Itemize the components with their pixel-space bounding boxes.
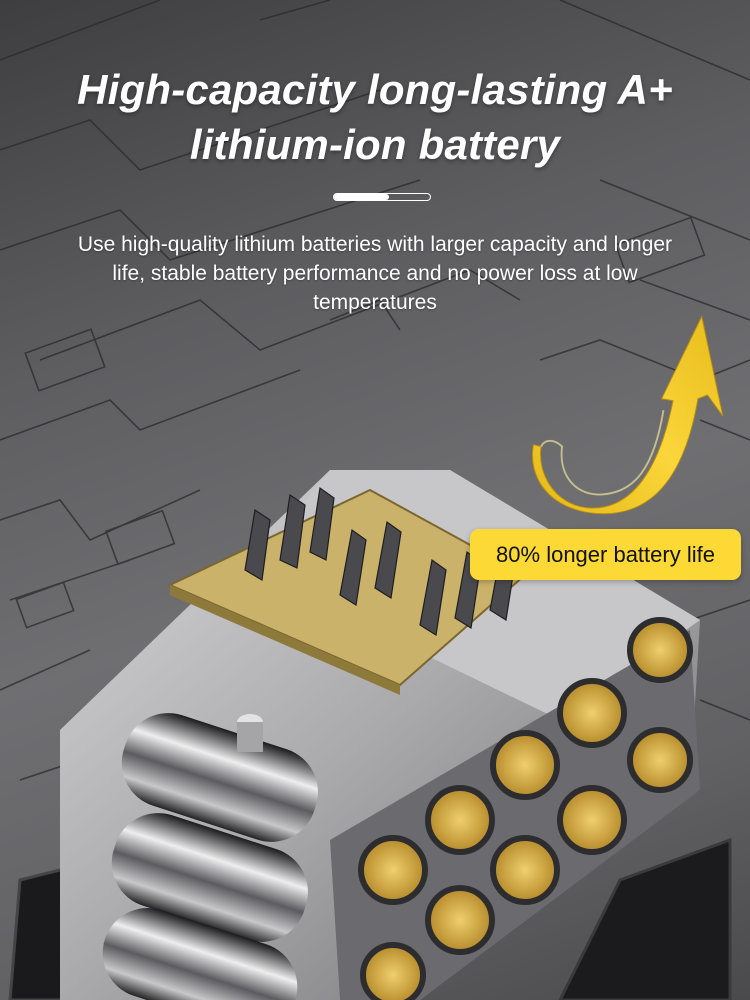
title-line-1: High-capacity long-lasting A+ <box>77 66 673 113</box>
description-text: Use high-quality lithium batteries with … <box>77 233 673 314</box>
progress-indicator <box>333 193 431 201</box>
title-line-2: lithium-ion battery <box>189 121 561 168</box>
battery-life-badge: 80% longer battery life <box>470 529 741 580</box>
curved-up-arrow-icon <box>532 315 724 515</box>
cell-contacts <box>358 617 693 1000</box>
progress-fill <box>334 194 389 200</box>
battery-pack-illustration <box>8 470 732 1000</box>
page-title: High-capacity long-lasting A+ lithium-io… <box>0 62 750 172</box>
